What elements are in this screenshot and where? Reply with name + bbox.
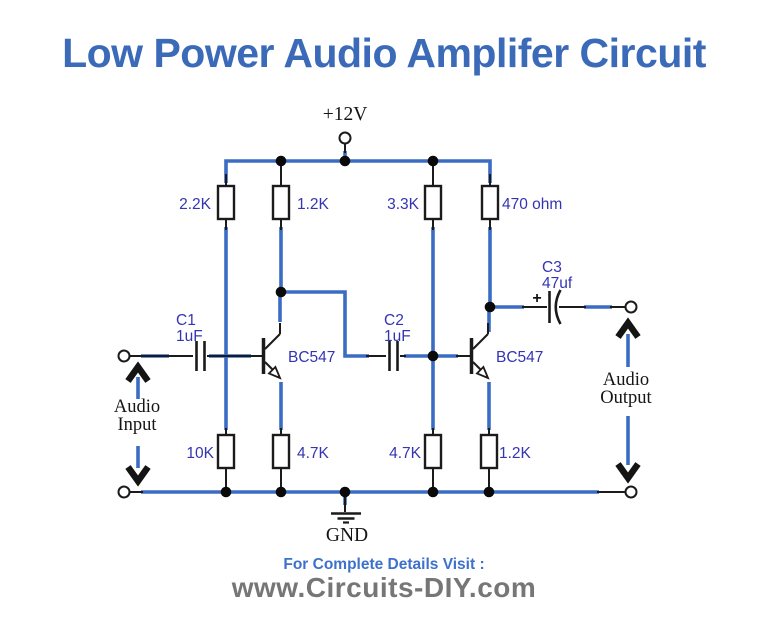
output-terminal (624, 300, 638, 314)
output-up-arrow-icon (615, 317, 641, 339)
transistor-q1-label: BC547 (288, 349, 335, 366)
input-terminal (117, 349, 131, 363)
labels: +12V 2.2K 1.2K 3.3K 470 ohm 10K 4.7K 4.7… (114, 104, 653, 546)
interstage-wire (282, 290, 369, 358)
power-label: +12V (323, 104, 368, 125)
output-label-line1: Audio (603, 370, 649, 390)
resistor-r5-label: 10K (186, 445, 214, 462)
input-down-arrow-icon (125, 465, 151, 487)
output-down-arrow-icon (615, 462, 641, 484)
page-title: Low Power Audio Amplifer Circuit (62, 30, 706, 76)
transistor-q2 (469, 323, 490, 380)
resistor-r2 (271, 184, 291, 221)
input-label-line2: Input (117, 415, 157, 435)
resistor-r2-label: 1.2K (297, 196, 330, 213)
resistor-r3-label: 3.3K (387, 196, 420, 213)
transistor-q2-label: BC547 (496, 349, 543, 366)
output-ground-terminal (624, 485, 638, 499)
resistor-r3 (423, 184, 443, 221)
capacitor-c1-ref-label: C1 (176, 312, 196, 329)
capacitor-c1-value-label: 1uF (176, 328, 203, 345)
port-arrows (125, 317, 641, 487)
ground-label: GND (326, 525, 368, 546)
capacitors (195, 289, 562, 371)
resistor-r6 (271, 433, 291, 470)
input-ground-terminal (117, 485, 131, 499)
resistor-r6-label: 4.7K (297, 445, 330, 462)
power-terminal (338, 131, 352, 145)
footer-website-text: www.Circuits-DIY.com (231, 572, 537, 603)
q1-emitter-arrow (267, 365, 282, 380)
capacitor-c2 (388, 341, 399, 371)
resistor-r8 (479, 433, 499, 470)
capacitor-c3-value-label: 47uf (542, 275, 573, 292)
capacitor-c2-ref-label: C2 (384, 312, 404, 329)
capacitor-c2-value-label: 1uF (384, 328, 411, 345)
input-label-line1: Audio (114, 397, 160, 417)
capacitor-c1 (195, 341, 206, 371)
capacitor-c3-ref-label: C3 (542, 259, 562, 276)
output-label-line2: Output (600, 388, 652, 408)
footer-visit-text: For Complete Details Visit : (283, 556, 485, 573)
wires-blue (136, 151, 630, 505)
capacitor-c3 (548, 289, 562, 325)
resistor-r1 (216, 184, 236, 221)
transistor-q1 (261, 323, 282, 380)
junction-dots (220, 155, 496, 498)
resistor-r7-label: 4.7K (389, 445, 422, 462)
resistor-r4-label: 470 ohm (502, 196, 562, 213)
resistor-r8-label: 1.2K (499, 445, 532, 462)
capacitor-c3-polarity-label: + (532, 290, 541, 307)
resistor-r7 (423, 433, 443, 470)
resistor-r1-label: 2.2K (179, 196, 212, 213)
q2-emitter-arrow (475, 365, 490, 380)
supply-rail-wire (224, 159, 492, 183)
ground-symbol (331, 512, 361, 524)
resistors (216, 184, 500, 470)
input-up-arrow-icon (125, 361, 151, 383)
terminals (117, 131, 638, 499)
resistor-r5 (216, 433, 236, 470)
resistor-r4 (480, 184, 500, 221)
